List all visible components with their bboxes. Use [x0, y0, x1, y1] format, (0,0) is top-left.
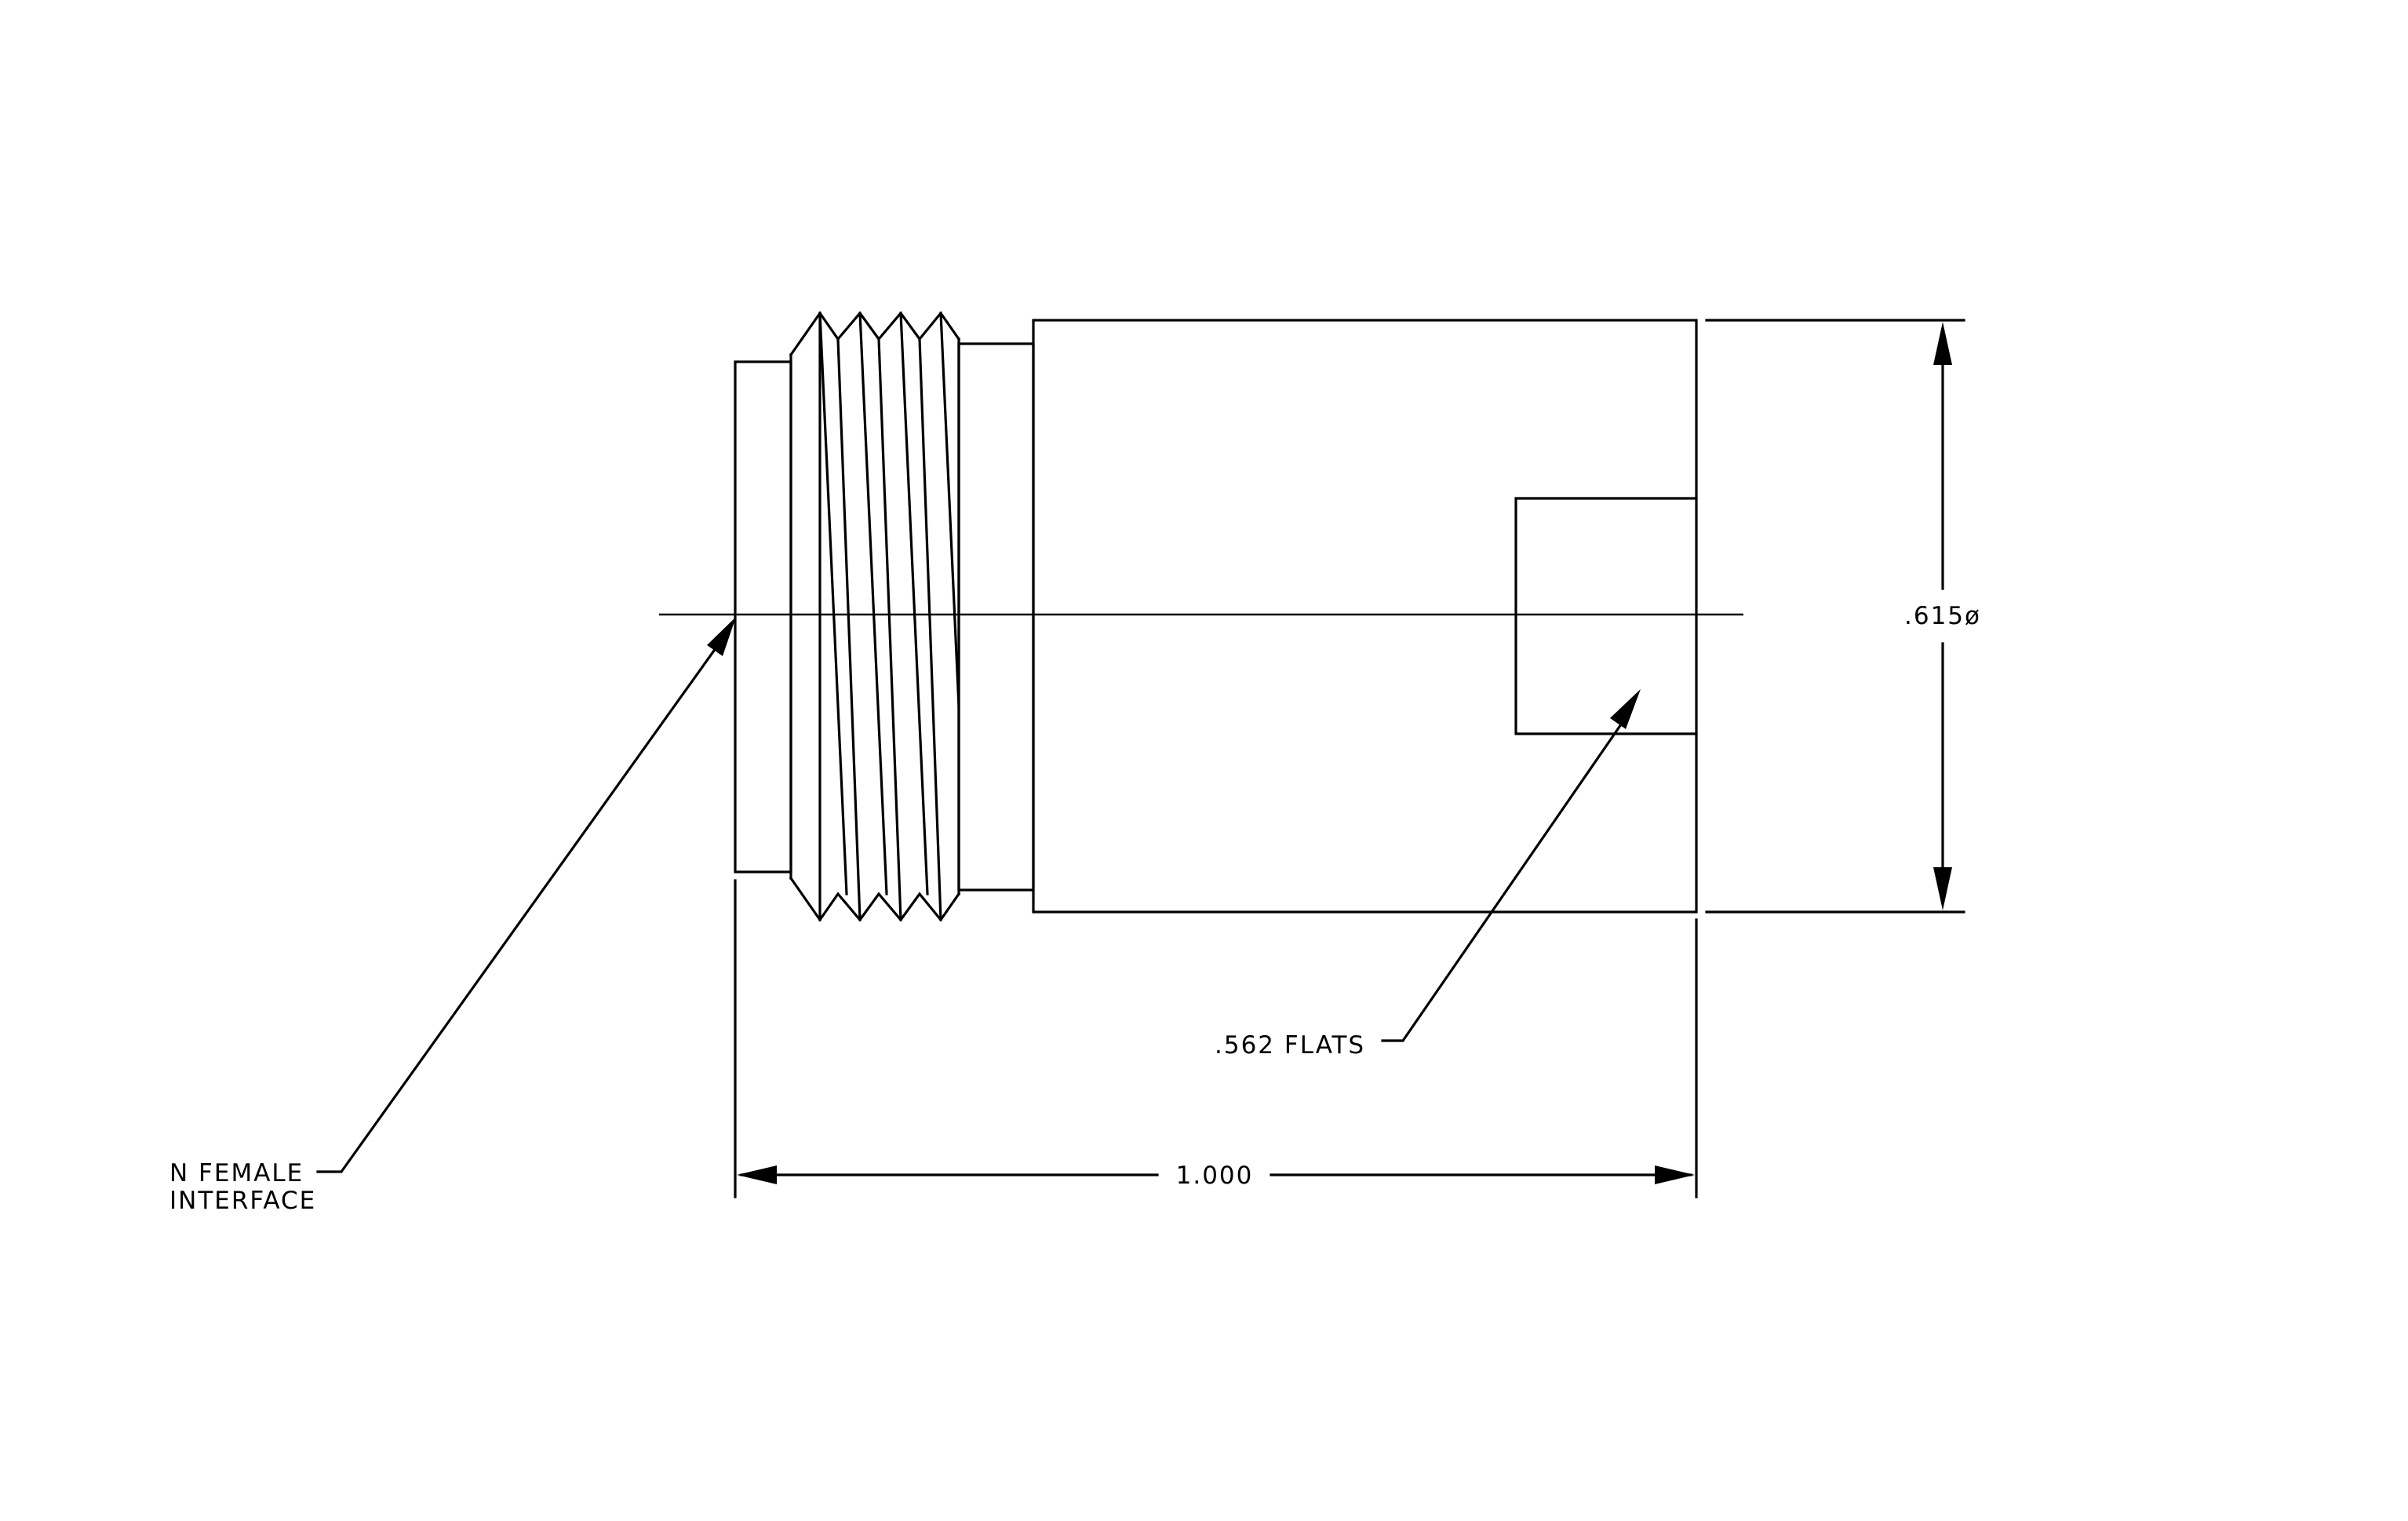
diameter-dimension [1705, 319, 1965, 914]
interface-leader [316, 617, 736, 1173]
length-label: 1.000 [1176, 1162, 1254, 1190]
flats-window [1514, 497, 1698, 735]
arrow-down-icon [1933, 867, 1952, 910]
arrow-right-icon [1655, 1165, 1695, 1184]
diameter-label: .615ø [1904, 602, 1981, 630]
neck [957, 342, 1035, 892]
front-lip [734, 360, 792, 874]
leader-arrow-icon [707, 617, 736, 656]
length-dimension [734, 879, 1698, 1198]
arrow-left-icon [737, 1165, 777, 1184]
interface-label-line2: INTERFACE [169, 1187, 316, 1215]
thread-section [789, 311, 961, 922]
arrow-up-icon [1933, 322, 1952, 365]
flats-leader [1381, 689, 1641, 1042]
hex-body [1032, 319, 1698, 914]
flats-label: .562 FLATS [1215, 1031, 1365, 1060]
interface-label-line1: N FEMALE [169, 1159, 304, 1187]
leader-arrow-icon [1610, 689, 1641, 729]
